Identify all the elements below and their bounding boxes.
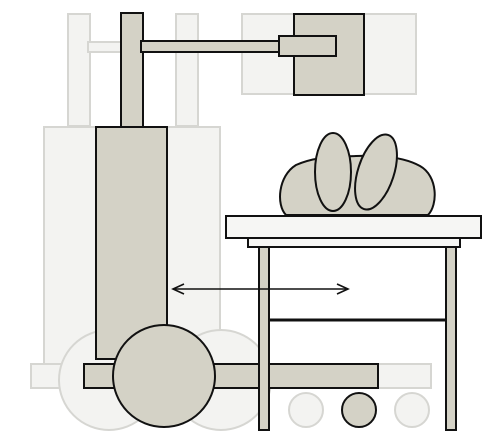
lower-body-column: [95, 126, 168, 360]
ghost-column-right: [175, 13, 199, 127]
small-roller: [341, 392, 377, 428]
ghost-column-left: [67, 13, 91, 127]
ghost-roller-1: [288, 392, 324, 428]
ghost-roller-3: [394, 392, 430, 428]
table-apron: [247, 237, 461, 248]
mast-column: [120, 12, 144, 128]
table-top: [225, 215, 482, 239]
table-leg-left: [258, 244, 270, 431]
gripper-jaw: [278, 35, 337, 57]
table-leg-right: [445, 244, 457, 431]
main-machine: [83, 12, 379, 428]
work-table: [225, 215, 482, 431]
upper-arm: [140, 40, 286, 53]
bread-loaf: [279, 132, 436, 216]
drive-wheel: [112, 324, 216, 428]
loaf-crust-left: [314, 132, 352, 212]
loaf-crust-right: [354, 133, 398, 211]
